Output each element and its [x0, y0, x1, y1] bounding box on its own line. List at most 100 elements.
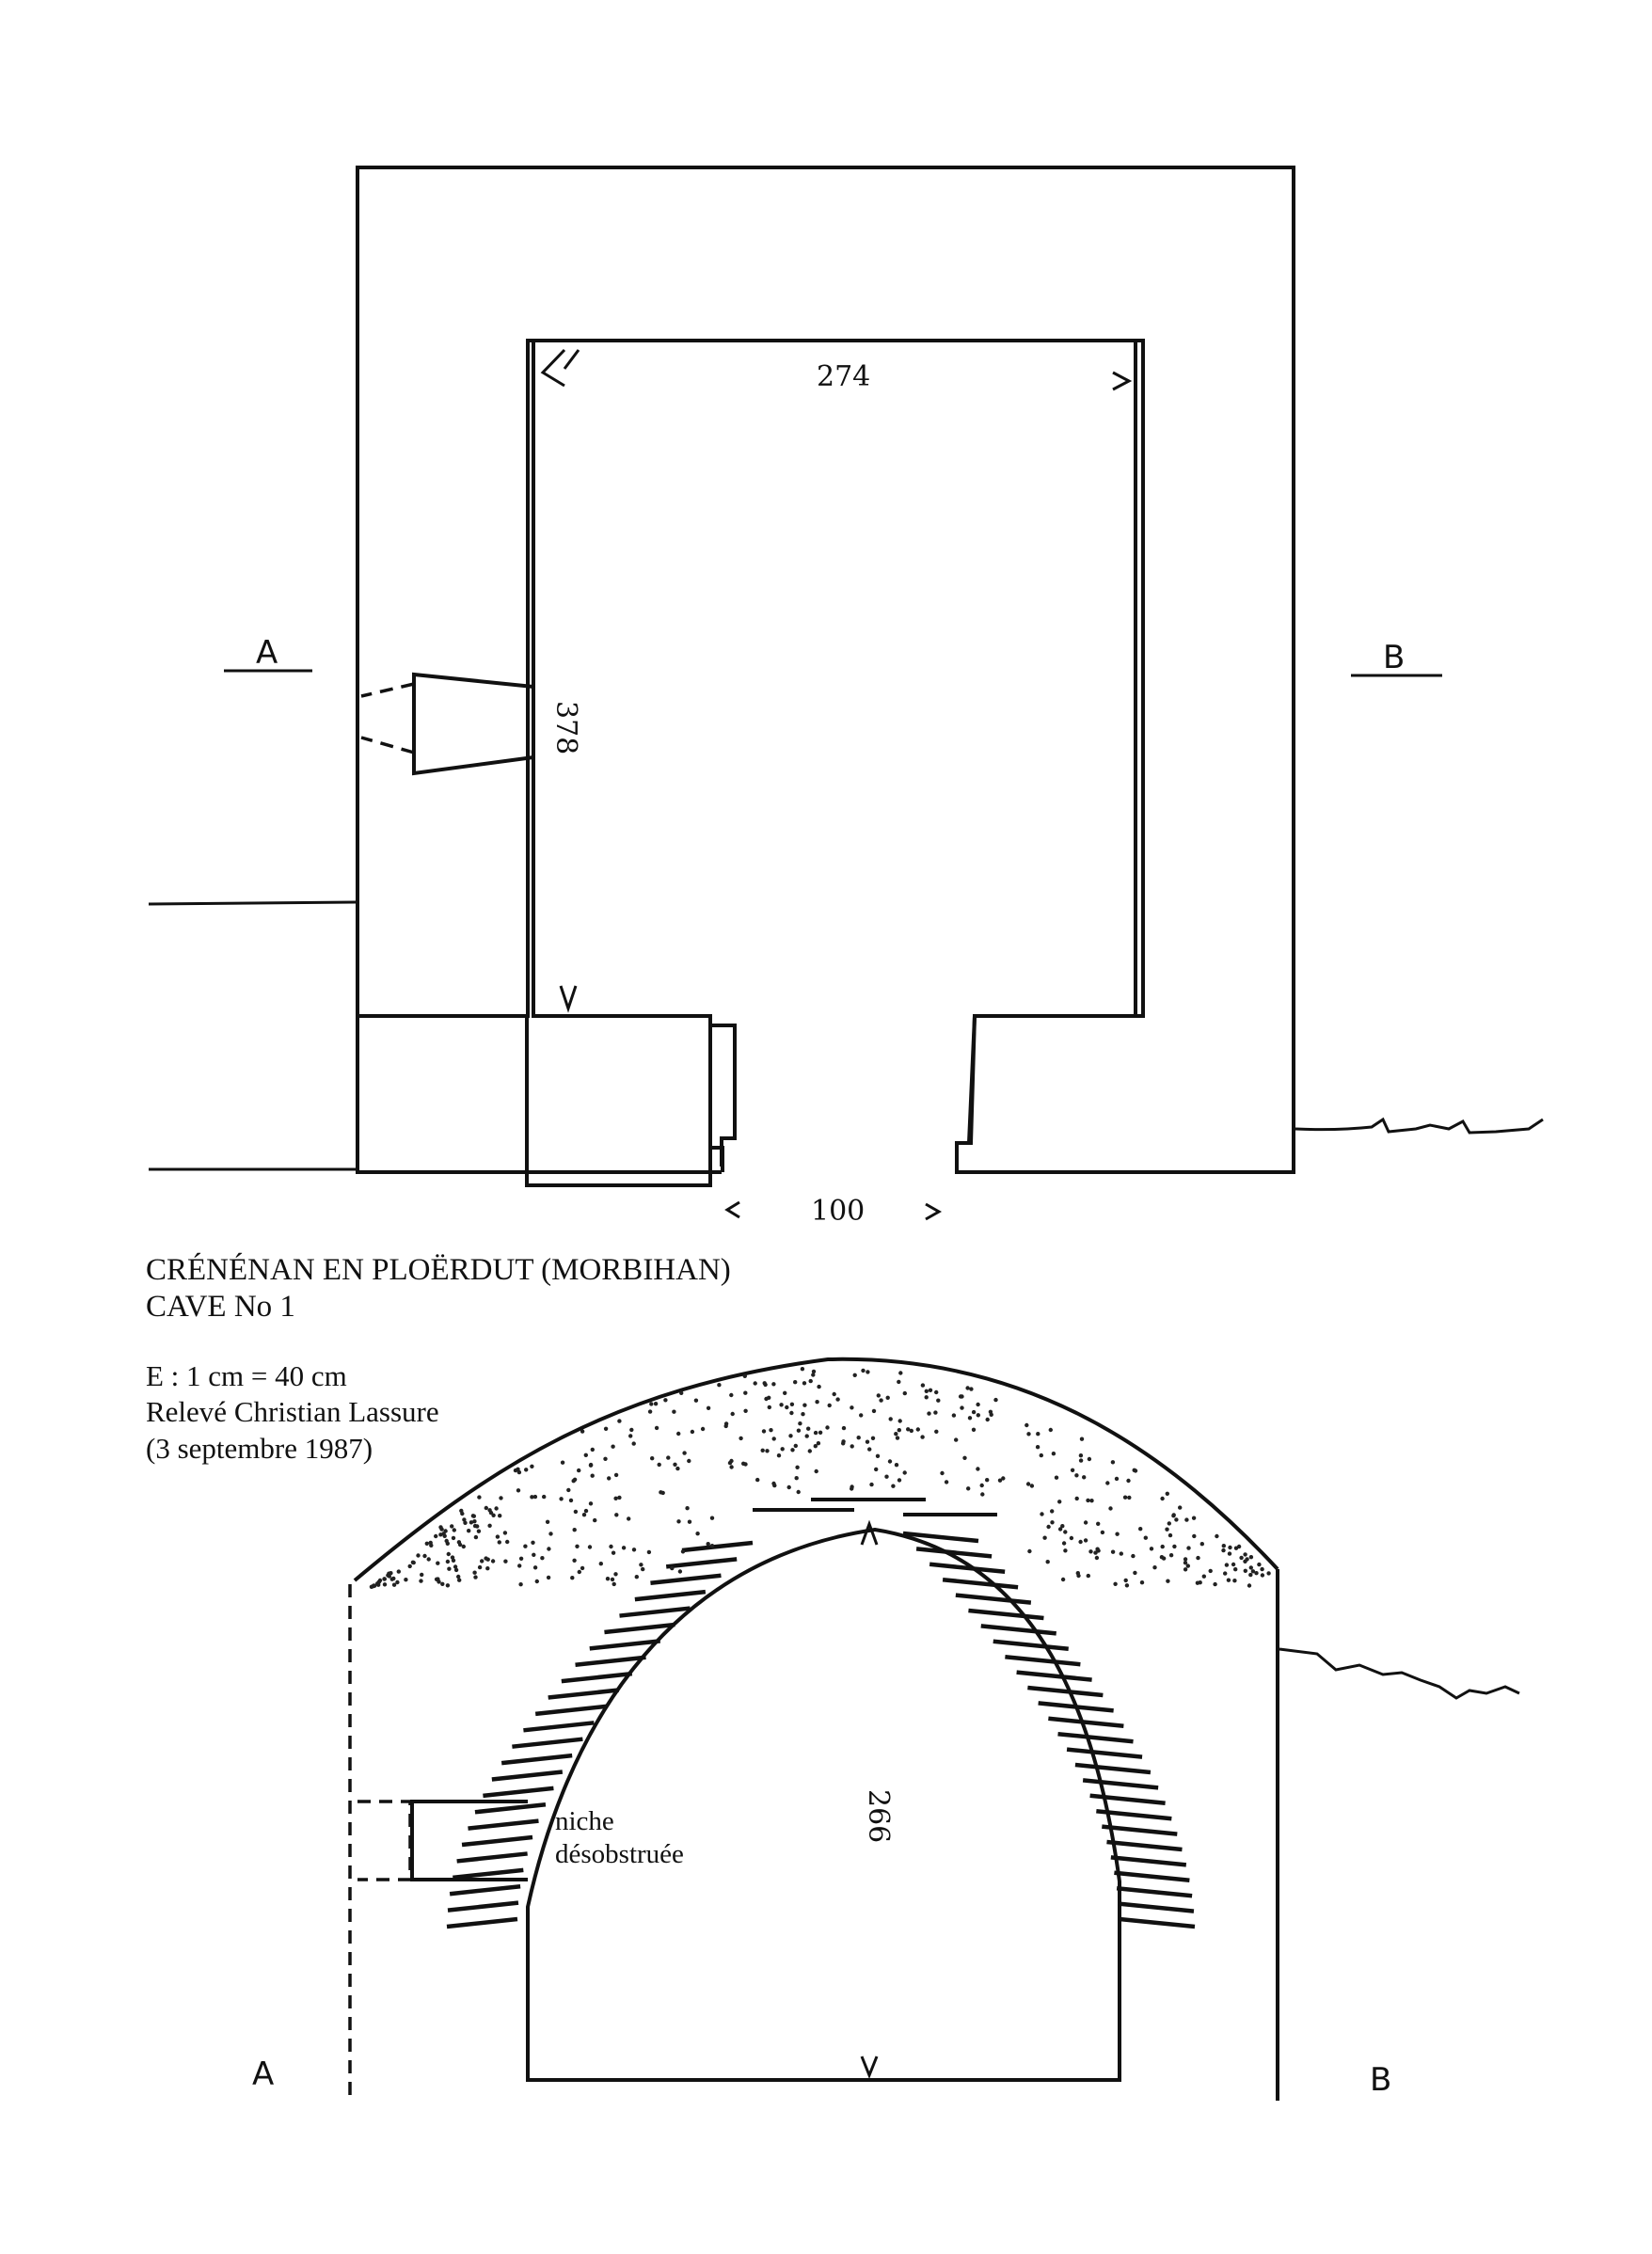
stipple-dot: [456, 1574, 461, 1579]
stipple-dot: [909, 1428, 913, 1434]
stipple-dot: [649, 1402, 654, 1406]
stipple-dot: [1035, 1445, 1040, 1450]
stipple-dot: [1139, 1580, 1145, 1585]
stipple-dot: [866, 1370, 870, 1374]
stipple-dot: [695, 1532, 700, 1536]
stipple-dot: [472, 1523, 478, 1529]
dim-arrow-bottom: [559, 985, 578, 1013]
stipple-dot: [530, 1495, 534, 1500]
stipple-dot: [788, 1434, 793, 1438]
stipple-dot: [709, 1544, 715, 1548]
stipple-dot: [613, 1572, 618, 1577]
plan-view: A B 274 378 100: [148, 166, 1544, 1228]
stipple-dot: [888, 1417, 893, 1421]
stipple-dot: [395, 1579, 400, 1585]
stipple-dot: [1057, 1527, 1063, 1532]
stipple-dot: [628, 1434, 633, 1438]
stipple-dot: [546, 1575, 551, 1580]
stipple-dot: [1149, 1547, 1154, 1551]
stipple-dot: [936, 1398, 941, 1403]
stipple-dot: [1070, 1468, 1075, 1473]
stipple-dot: [1048, 1427, 1054, 1433]
corbel-course-left: [665, 1557, 738, 1569]
stipple-dot: [1213, 1581, 1217, 1587]
stipple-dot: [560, 1460, 565, 1465]
stipple-dot: [469, 1520, 474, 1525]
caption-block: CRÉNÉNAN EN PLOËRDUT (MORBIHAN) CAVE No …: [146, 1252, 731, 1465]
section-mound-stipple: [369, 1367, 1271, 1590]
stipple-dot: [1061, 1541, 1067, 1546]
stipple-dot: [1186, 1546, 1191, 1550]
stipple-dot: [613, 1496, 618, 1501]
stipple-dot: [590, 1473, 595, 1478]
stipple-dot: [771, 1437, 776, 1441]
stipple-dot: [850, 1444, 854, 1449]
stipple-dot: [723, 1421, 729, 1426]
stipple-dot: [1160, 1496, 1165, 1501]
stipple-dot: [861, 1368, 866, 1373]
stipple-dot: [467, 1529, 471, 1533]
stipple-dot: [976, 1467, 980, 1471]
stipple-dot: [650, 1456, 655, 1461]
stipple-dot: [802, 1403, 807, 1407]
stipple-dot: [673, 1462, 677, 1468]
stipple-dot: [924, 1395, 929, 1400]
corbel-course-left: [619, 1606, 691, 1618]
stipple-dot: [1133, 1570, 1137, 1576]
corbel-course-left: [446, 1916, 518, 1929]
stipple-dot: [785, 1405, 789, 1410]
plan-ground-right: [1295, 1117, 1544, 1135]
stipple-dot: [530, 1464, 534, 1469]
caption-date: (3 septembre 1987): [146, 1432, 373, 1465]
stipple-dot: [676, 1519, 681, 1524]
stipple-dot: [920, 1383, 926, 1388]
corbel-course-right: [915, 1547, 993, 1559]
stipple-dot: [814, 1468, 818, 1474]
plan-chamber-wall-left: [532, 341, 724, 1172]
corbel-course-left: [604, 1622, 675, 1635]
stipple-dot: [906, 1427, 911, 1432]
stipple-dot: [532, 1565, 538, 1570]
stipple-dot: [841, 1439, 846, 1444]
stipple-dot: [806, 1426, 811, 1431]
stipple-dot: [516, 1467, 520, 1472]
stipple-dot: [571, 1479, 576, 1484]
stipple-dot: [1045, 1560, 1050, 1564]
stipple-dot: [445, 1559, 451, 1564]
stipple-dot: [811, 1373, 816, 1377]
plan-outer-wall: [356, 166, 1295, 1187]
stipple-dot: [867, 1447, 872, 1452]
stipple-dot: [940, 1470, 945, 1476]
stipple-dot: [532, 1552, 536, 1558]
stipple-dot: [377, 1578, 383, 1583]
stipple-dot: [453, 1567, 459, 1573]
stipple-dot: [1183, 1557, 1188, 1562]
section-niche: [410, 1800, 528, 1881]
stipple-dot: [960, 1394, 964, 1399]
stipple-dot: [612, 1581, 616, 1587]
stipple-dot: [789, 1410, 794, 1416]
stipple-dot: [1231, 1562, 1236, 1567]
stipple-dot: [670, 1565, 675, 1571]
stipple-dot: [1223, 1571, 1228, 1576]
stipple-dot: [639, 1563, 643, 1567]
stipple-dot: [1108, 1506, 1113, 1511]
stipple-dot: [476, 1529, 482, 1533]
corbel-course-left: [650, 1573, 722, 1586]
stipple-dot: [954, 1437, 959, 1442]
stipple-dot: [1195, 1580, 1200, 1585]
stipple-dot: [1076, 1573, 1081, 1579]
stipple-dot: [1201, 1574, 1207, 1579]
dim-width: 274: [817, 360, 870, 393]
niche-label-2: désobstruée: [555, 1839, 684, 1869]
stipple-dot: [682, 1451, 687, 1455]
stipple-dot: [1078, 1453, 1084, 1458]
corbel-course-left: [447, 1900, 519, 1913]
stipple-dot: [426, 1557, 431, 1562]
stipple-dot: [804, 1434, 809, 1438]
stipple-dot: [794, 1476, 799, 1481]
stipple-dot: [484, 1505, 488, 1511]
stipple-dot: [933, 1410, 938, 1415]
stipple-dot: [934, 1389, 939, 1395]
corbel-course-right: [1082, 1778, 1159, 1790]
